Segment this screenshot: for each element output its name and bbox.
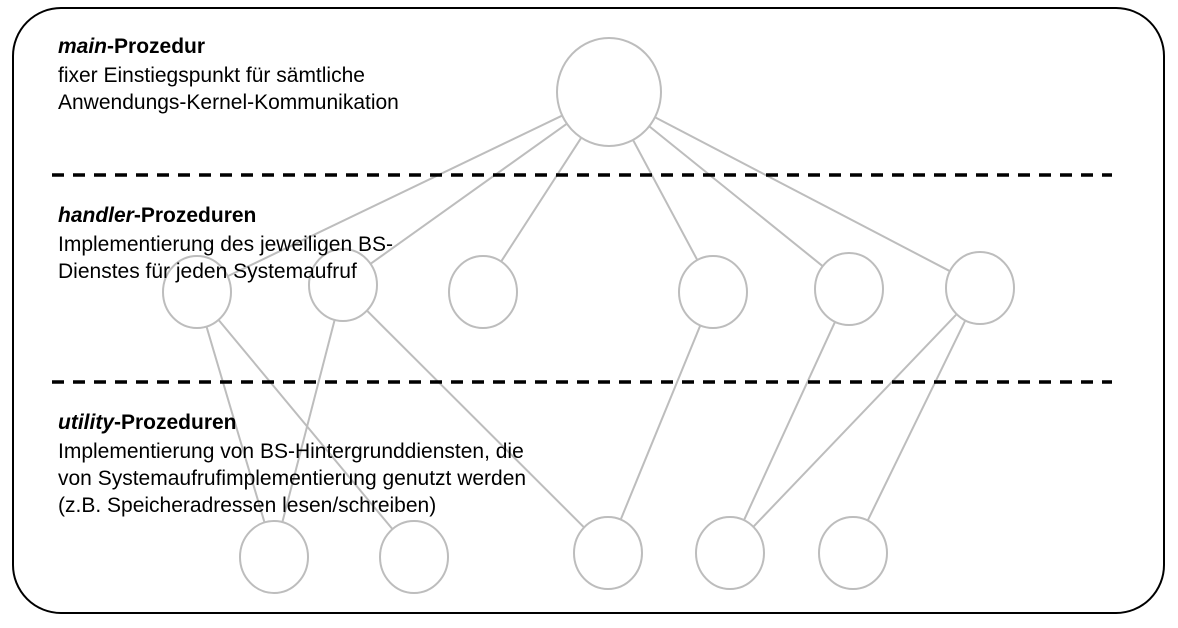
- layer-title-main-italic: main: [58, 35, 108, 58]
- graph-node-handler-4[interactable]: [678, 255, 748, 329]
- graph-node-main-1[interactable]: [556, 37, 662, 147]
- graph-edge: [619, 325, 702, 520]
- layer-title-main-rest: -Prozedur: [107, 35, 206, 58]
- graph-edge: [366, 309, 585, 529]
- graph-edge: [369, 122, 568, 265]
- layer-description-main: fixer Einstiegspunkt für sämtliche Anwen…: [58, 63, 399, 115]
- layer-title-handler-italic: handler: [58, 204, 134, 227]
- layer-description-utility: Implementierung von BS-Hintergrunddienst…: [58, 439, 527, 518]
- graph-edge: [227, 114, 563, 278]
- layer-label-utility: utility-Prozeduren Implementierung von B…: [58, 410, 526, 520]
- divider-layer: [52, 173, 1112, 384]
- graph-node-handler-5[interactable]: [814, 252, 884, 326]
- layer-title-main: main-Prozedur: [58, 34, 399, 61]
- layer-label-handler: handler-Prozeduren Implementierung des j…: [58, 203, 393, 285]
- layer-title-utility-rest: -Prozeduren: [114, 411, 237, 434]
- edge-layer: [205, 114, 967, 530]
- graph-edge: [217, 319, 394, 530]
- layer-title-handler-rest: -Prozeduren: [133, 204, 257, 227]
- graph-node-handler-3[interactable]: [448, 255, 518, 329]
- graph-edge: [205, 326, 266, 523]
- graph-node-handler-6[interactable]: [945, 251, 1015, 325]
- graph-node-handler-1[interactable]: [162, 255, 232, 329]
- layer-label-main: main-Prozedur fixer Einstiegspunkt für s…: [58, 34, 399, 116]
- graph-edge: [752, 313, 958, 528]
- graph-edge: [648, 125, 824, 267]
- graph-node-utility-1[interactable]: [239, 520, 309, 594]
- graph-edge: [632, 139, 699, 261]
- layer-title-utility-italic: utility: [58, 411, 114, 434]
- graph-node-utility-4[interactable]: [695, 516, 765, 590]
- rounded-container-border: [12, 7, 1165, 614]
- layer-description-handler: Implementierung des jeweiligen BS- Diens…: [58, 232, 394, 284]
- graph-node-utility-2[interactable]: [379, 520, 449, 594]
- graph-edge: [866, 320, 967, 521]
- layer-title-handler: handler-Prozeduren: [58, 203, 393, 230]
- node-layer: [162, 37, 1015, 594]
- graph-edge: [654, 116, 951, 273]
- container-border-group: [12, 7, 1165, 614]
- graph-edge: [743, 321, 836, 521]
- graph-node-utility-3[interactable]: [573, 516, 643, 590]
- layer-title-utility: utility-Prozeduren: [58, 410, 526, 437]
- graph-node-handler-2[interactable]: [308, 248, 378, 322]
- graph-edge: [281, 319, 336, 523]
- graph-node-utility-5[interactable]: [818, 516, 888, 590]
- graph-edge: [500, 137, 583, 263]
